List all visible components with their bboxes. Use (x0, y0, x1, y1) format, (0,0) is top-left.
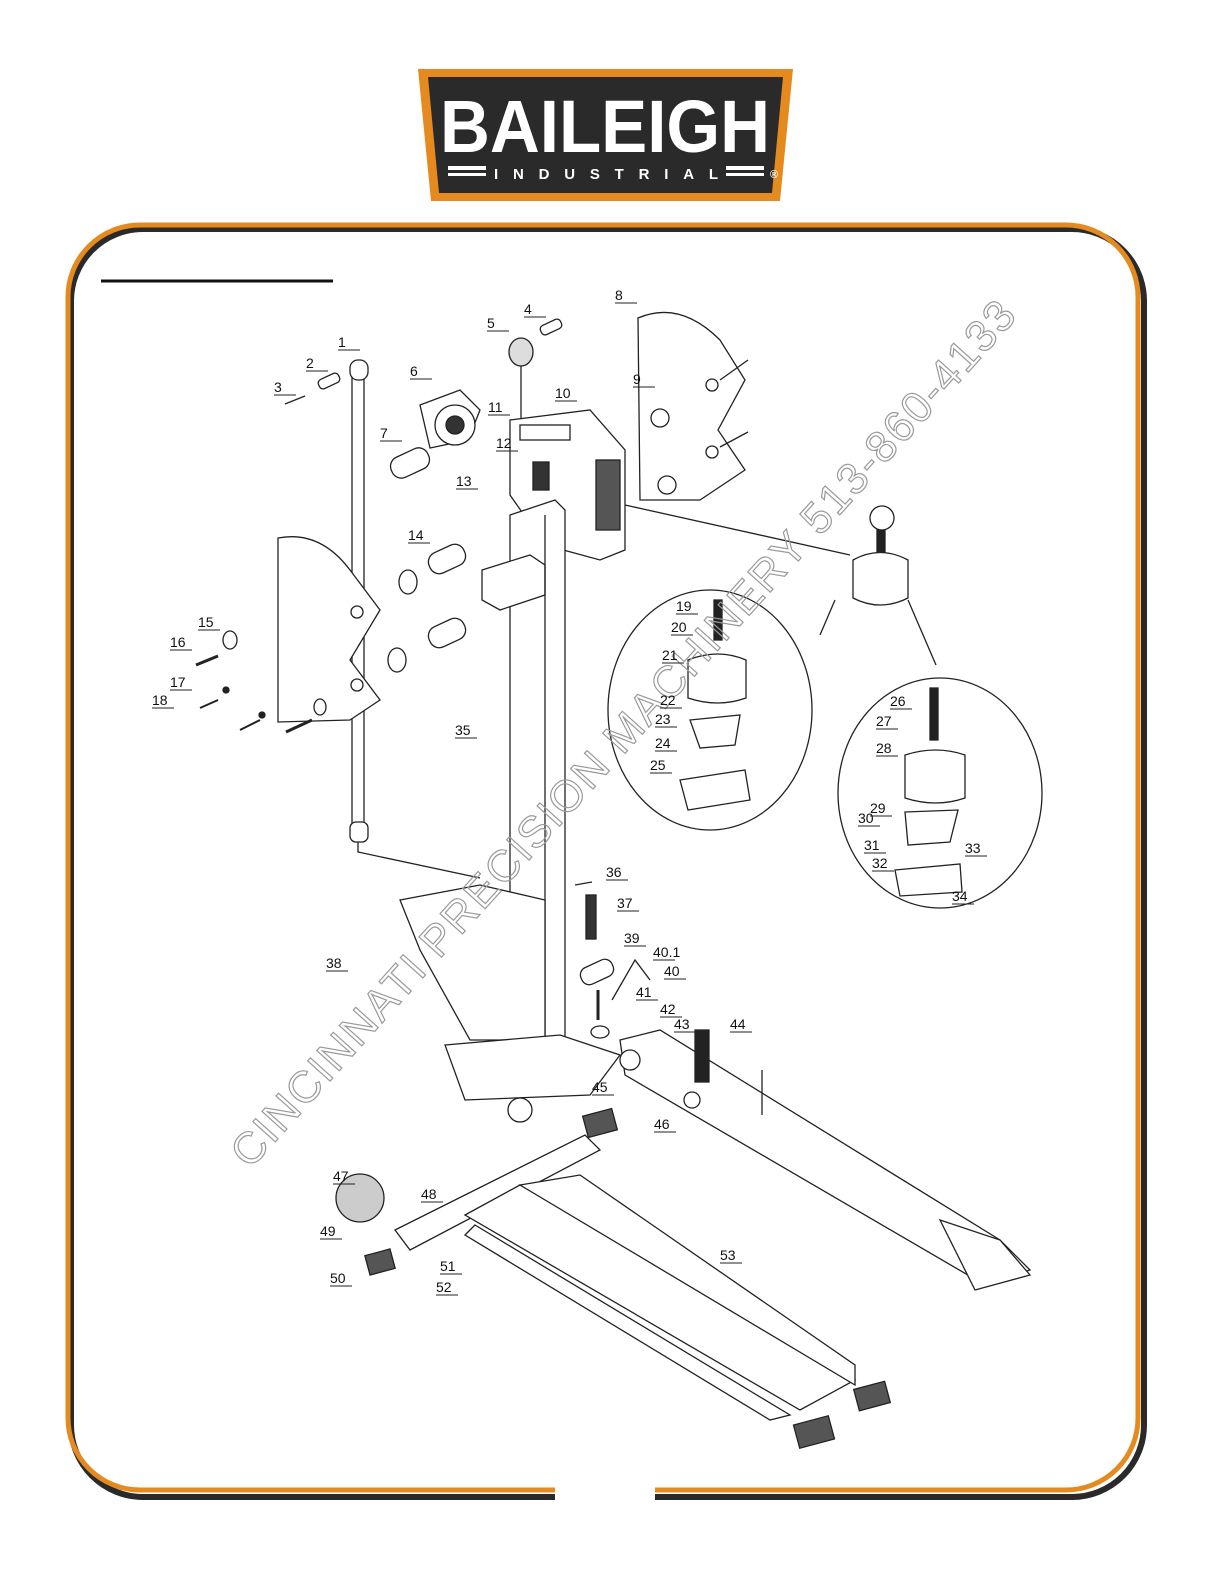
right-side-plate (638, 312, 748, 500)
part-label: 6 (410, 363, 418, 379)
part-label: 20 (671, 619, 687, 635)
part-label: 3 (274, 379, 282, 395)
part-label: 39 (624, 930, 640, 946)
part-label: 45 (592, 1079, 608, 1095)
part-label: 16 (170, 634, 186, 650)
part-label: 18 (152, 692, 168, 708)
part-label: 5 (487, 315, 495, 331)
left-side-plate (278, 537, 469, 722)
part-label: 9 (633, 371, 641, 387)
detail-circle-right (838, 678, 1042, 908)
part-label: 19 (676, 598, 692, 614)
part-label: 48 (421, 1186, 437, 1202)
part-label: 47 (333, 1168, 349, 1184)
part-label: 4 (524, 301, 532, 317)
part-label: 53 (720, 1247, 736, 1263)
part-label: 43 (674, 1016, 690, 1032)
part-label: 46 (654, 1116, 670, 1132)
part-label: 28 (876, 740, 892, 756)
part-label: 15 (198, 614, 214, 630)
part-label: 41 (636, 984, 652, 1000)
part-label: 23 (655, 711, 671, 727)
part-label: 1 (338, 334, 346, 350)
part-label: 52 (436, 1279, 452, 1295)
part-label: 27 (876, 713, 892, 729)
spring-assembly (575, 882, 650, 1038)
part-label: 2 (306, 355, 314, 371)
part-label: 11 (488, 399, 503, 415)
part-label: 17 (170, 674, 186, 690)
part-label: 13 (456, 473, 472, 489)
part-label: 40 (664, 963, 680, 979)
part-label: 25 (650, 757, 666, 773)
part-label: 26 (890, 693, 906, 709)
part-label: 14 (408, 527, 424, 543)
part-label: 21 (662, 647, 678, 663)
part-label: 22 (660, 692, 676, 708)
part-label: 7 (380, 425, 388, 441)
part-label: 33 (965, 840, 981, 856)
part-label: 50 (330, 1270, 346, 1286)
part-label: 40.1 (653, 944, 680, 960)
part-label: 32 (872, 855, 888, 871)
part-label: 44 (730, 1016, 746, 1032)
part-label: 34 (952, 888, 968, 904)
part-label: 36 (606, 864, 622, 880)
part-label: 42 (660, 1001, 676, 1017)
part-label: 31 (864, 837, 880, 853)
pulley-assembly (387, 390, 480, 481)
part-label: 10 (555, 385, 571, 401)
part-label: 12 (496, 435, 512, 451)
part-label: 8 (615, 287, 623, 303)
part-label: 24 (655, 735, 671, 751)
part-label: 38 (326, 955, 342, 971)
part-label: 30 (858, 810, 874, 826)
part-label: 49 (320, 1223, 336, 1239)
part-label: 37 (617, 895, 633, 911)
part-label: 51 (440, 1258, 456, 1274)
part-label: 35 (455, 722, 471, 738)
